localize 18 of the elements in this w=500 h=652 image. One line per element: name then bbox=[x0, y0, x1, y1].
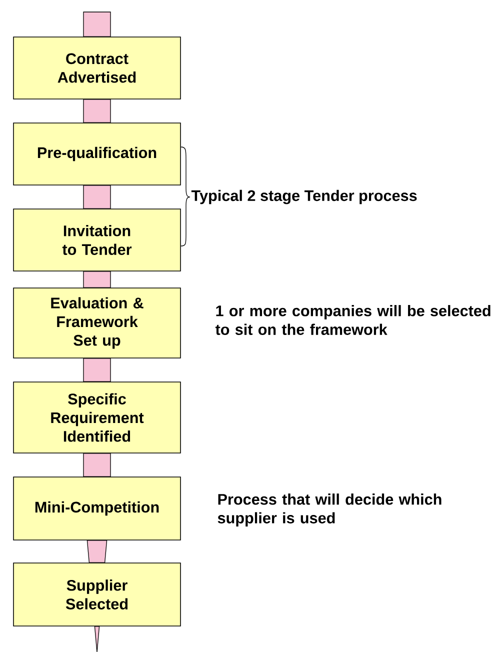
note-text: Process that will decide which supplier is used bbox=[218, 494, 442, 526]
process-box: Specific Requirement Identified bbox=[13, 382, 181, 454]
process-box: Invitation to Tender bbox=[13, 208, 181, 272]
flow-arrow bbox=[83, 358, 111, 382]
process-box: Pre-qualification bbox=[13, 122, 181, 186]
process-box: Supplier Selected bbox=[13, 562, 181, 626]
process-box: Contract Advertised bbox=[13, 36, 181, 100]
process-box: Evaluation & Framework Set up bbox=[13, 288, 181, 358]
process-box: Mini-Competition bbox=[13, 476, 181, 540]
flow-arrow bbox=[94, 626, 100, 652]
brace-label: Typical 2 stage Tender process bbox=[191, 190, 417, 204]
flow-arrow bbox=[83, 271, 111, 288]
flow-arrow bbox=[83, 453, 111, 477]
flow-arrow bbox=[83, 99, 111, 123]
flow-arrow bbox=[86, 540, 108, 563]
note-text: 1 or more companies will be selected to sit on the framework bbox=[215, 305, 490, 335]
flow-arrow bbox=[83, 185, 111, 209]
flow-arrow bbox=[83, 12, 111, 37]
